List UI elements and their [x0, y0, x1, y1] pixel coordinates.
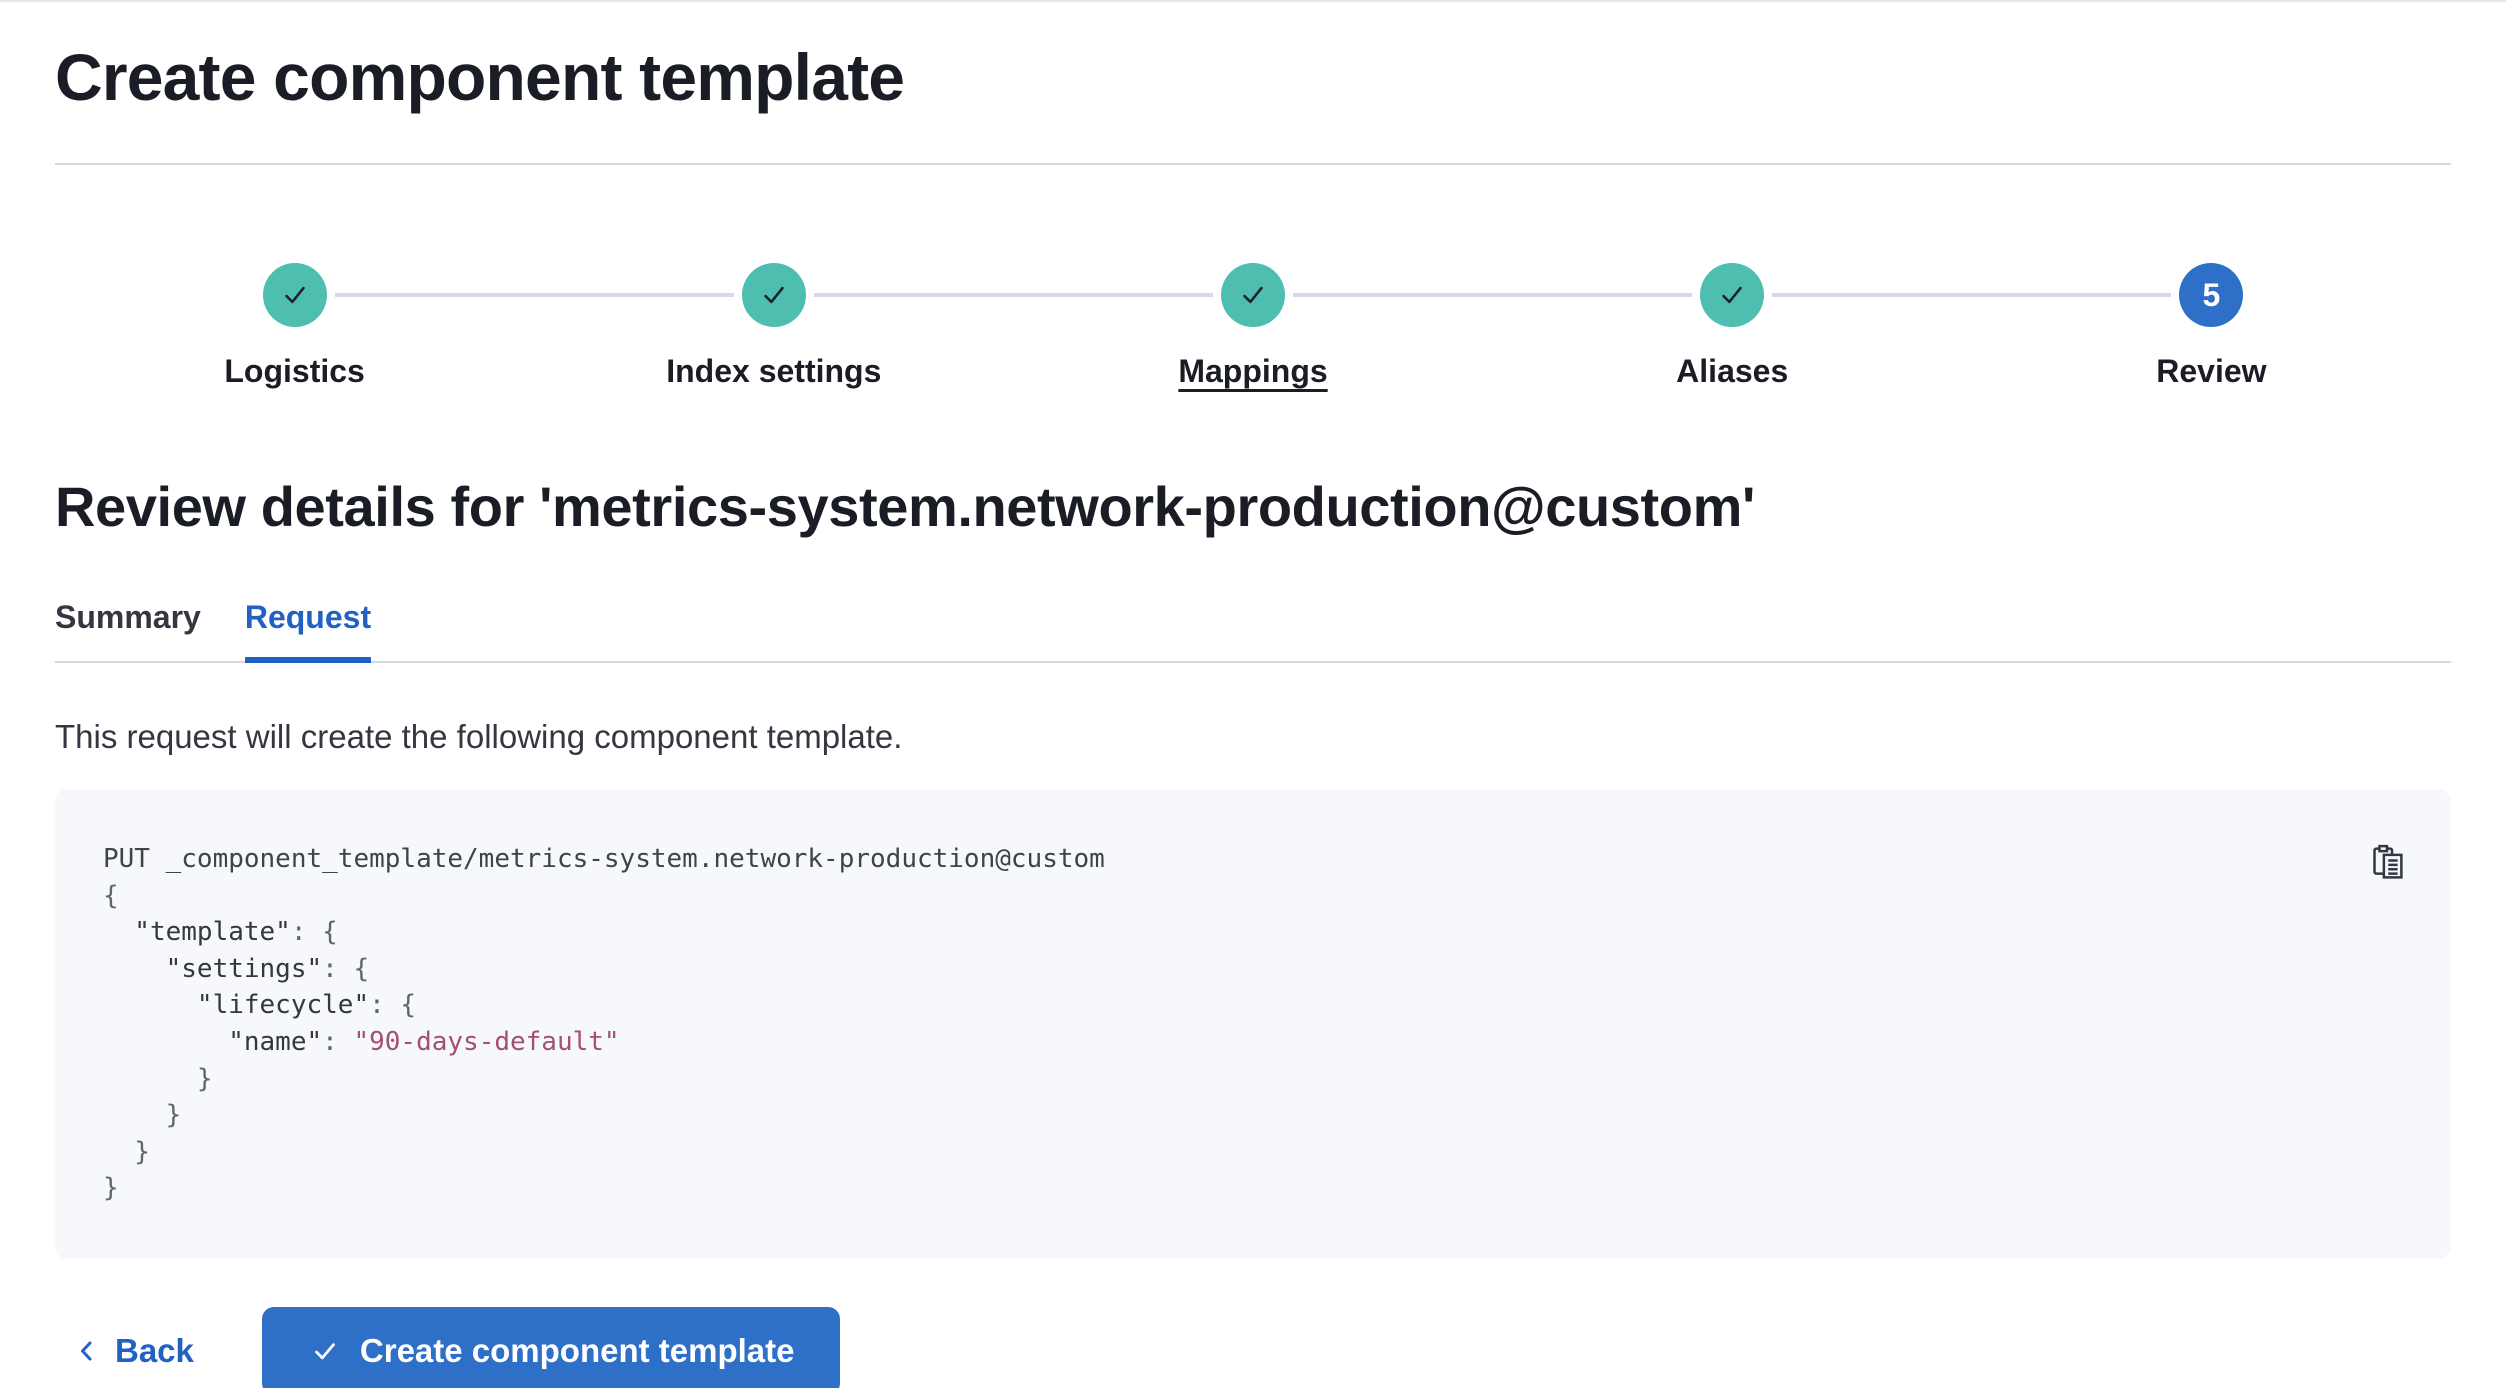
code-line: "template": {: [103, 917, 338, 948]
request-code-block: PUT _component_template/metrics-system.n…: [55, 789, 2451, 1259]
review-heading: Review details for 'metrics-system.netwo…: [55, 475, 1755, 538]
wizard-stepper: Logistics Index settings Mappings: [55, 263, 2451, 391]
check-icon: [284, 286, 305, 304]
back-button-label: Back: [115, 1331, 194, 1369]
step-aliases-indicator: [1700, 263, 1765, 327]
step-review-label: Review: [2156, 353, 2267, 389]
step-number: 5: [2202, 276, 2221, 313]
step-review: 5 Review: [1971, 263, 2451, 391]
step-aliases[interactable]: Aliases: [1492, 263, 1973, 391]
code-line: "settings": {: [103, 953, 370, 984]
step-review-indicator: 5: [2179, 263, 2244, 327]
code-line: }: [103, 1063, 213, 1094]
tab-request[interactable]: Request: [244, 597, 372, 663]
check-icon: [1243, 286, 1263, 304]
copy-to-clipboard-button[interactable]: [2365, 841, 2409, 885]
review-tabs: Summary Request: [55, 597, 2451, 663]
step-index-settings-indicator: [741, 263, 806, 327]
wizard-footer: Back Create component template: [55, 1306, 2451, 1388]
copy-clipboard-icon: [2373, 844, 2403, 879]
code-line: }: [103, 1100, 182, 1131]
step-index-settings-label[interactable]: Index settings: [666, 353, 882, 389]
step-aliases-label[interactable]: Aliases: [1676, 353, 1789, 389]
create-component-template-page: Create component template Logistics Inde…: [0, 37, 2506, 1388]
step-logistics[interactable]: Logistics: [55, 263, 535, 391]
step-mappings-indicator: [1221, 263, 1285, 327]
check-icon: [1722, 286, 1742, 304]
step-mappings-label[interactable]: Mappings: [1178, 353, 1328, 389]
create-button-label: Create component template: [359, 1331, 795, 1369]
page-title: Create component template: [55, 40, 905, 114]
code-line: }: [103, 1136, 150, 1167]
check-icon: [764, 286, 784, 304]
code-line: "name": "90-days-default": [103, 1026, 620, 1057]
code-line: PUT _component_template/metrics-system.n…: [103, 844, 1105, 874]
code-line: "lifecycle": {: [103, 990, 417, 1021]
request-description: This request will create the following c…: [55, 718, 903, 755]
step-index-settings[interactable]: Index settings: [534, 263, 1014, 391]
tab-summary[interactable]: Summary: [55, 599, 201, 635]
chevron-left-icon: [81, 1341, 92, 1361]
step-mappings[interactable]: Mappings: [1013, 263, 1493, 391]
code-line: }: [103, 1173, 119, 1204]
check-icon: [315, 1343, 335, 1360]
step-logistics-label[interactable]: Logistics: [224, 353, 365, 389]
code-line: {: [103, 880, 119, 911]
title-divider: [55, 163, 2451, 165]
step-logistics-indicator: [262, 263, 327, 327]
back-button[interactable]: Back: [55, 1307, 210, 1388]
create-component-template-button[interactable]: Create component template: [261, 1306, 841, 1388]
window-top-edge: [0, 0, 2506, 3]
